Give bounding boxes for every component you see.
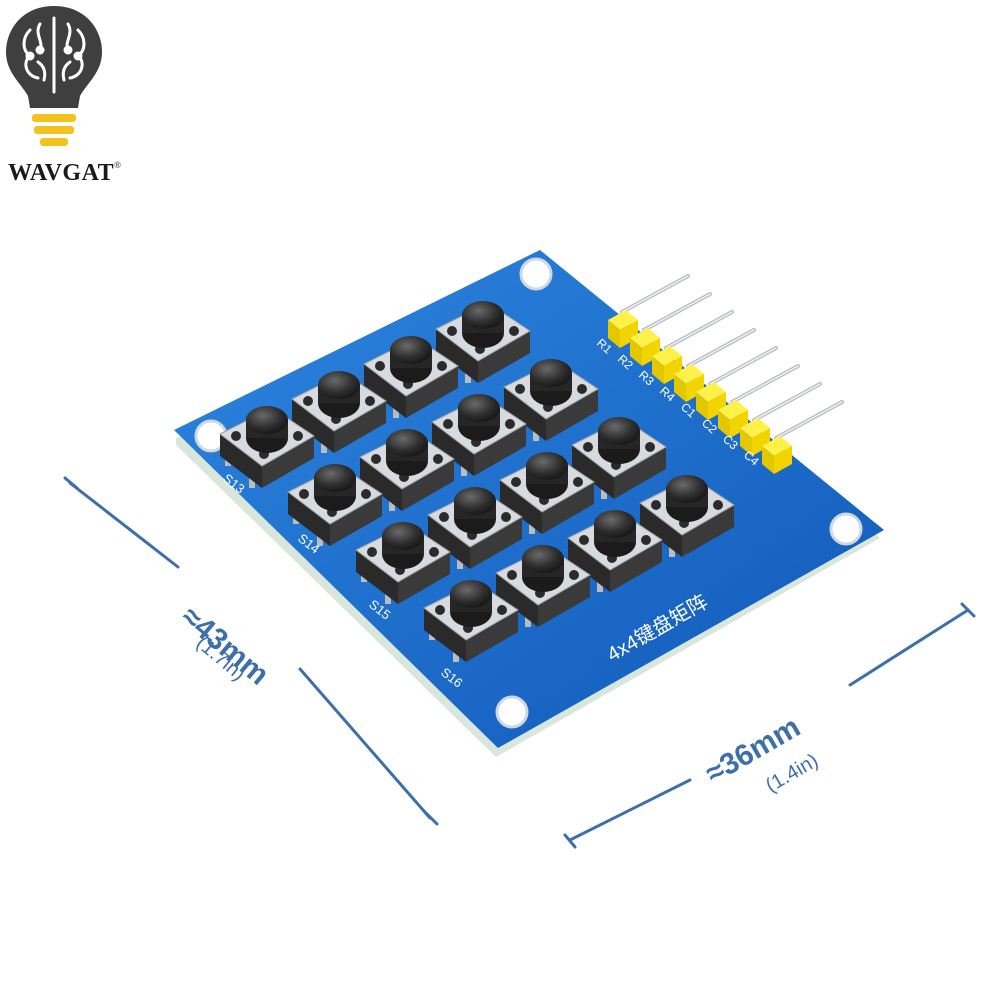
brand-name: WAVGAT®	[8, 160, 122, 186]
tactile-button	[291, 371, 387, 453]
button-grid	[219, 301, 735, 662]
header-pin	[652, 310, 734, 384]
mount-hole	[495, 695, 529, 729]
tactile-button	[219, 406, 315, 488]
mount-hole	[519, 257, 553, 291]
mount-hole	[829, 512, 863, 546]
header-pin	[674, 328, 756, 402]
tactile-button	[639, 475, 735, 557]
tactile-button	[287, 464, 383, 546]
tactile-button	[355, 522, 451, 604]
bulb-base-icon	[32, 114, 76, 122]
tactile-button	[435, 301, 531, 383]
header-pin	[762, 400, 844, 474]
header-pin	[740, 382, 822, 456]
tactile-button	[427, 487, 523, 569]
pin-header	[608, 274, 844, 474]
tactile-button	[423, 580, 519, 662]
tactile-button	[571, 417, 667, 499]
tactile-button	[363, 336, 459, 418]
tactile-button	[567, 510, 663, 592]
header-pin	[696, 346, 778, 420]
tactile-button	[495, 545, 591, 627]
tactile-button	[503, 359, 599, 441]
header-pin	[630, 292, 712, 366]
tactile-button	[499, 452, 595, 534]
dimension-lines	[63, 476, 976, 849]
header-pin	[718, 364, 800, 438]
header-pin	[608, 274, 690, 348]
brand-logo: WAVGAT®	[0, 0, 130, 200]
tactile-button	[359, 429, 455, 511]
tactile-button	[431, 394, 527, 476]
